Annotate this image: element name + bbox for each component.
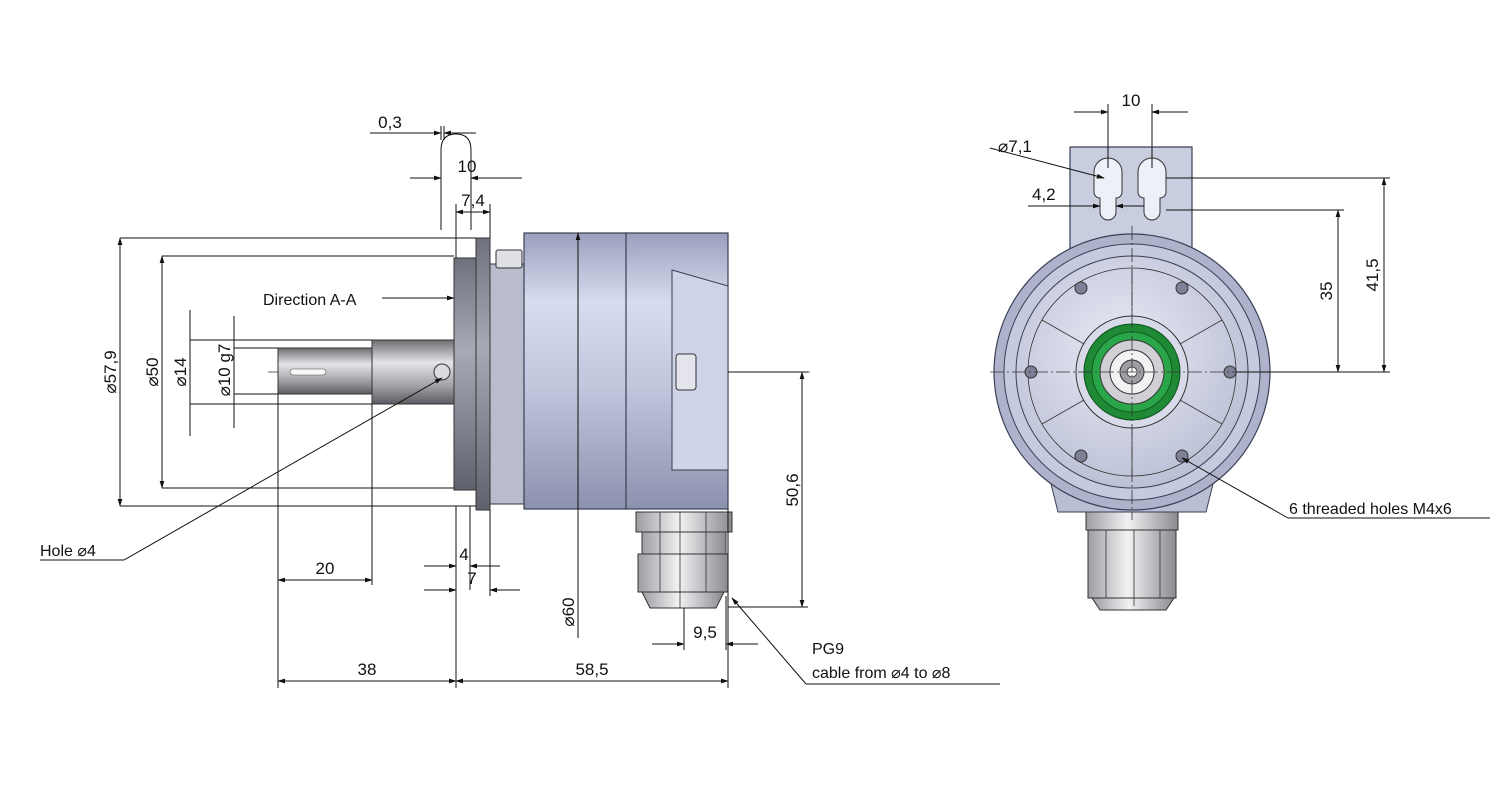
- keyhole-slot-left-icon: [1093, 157, 1123, 221]
- dim-d10g7: ⌀10 g7: [215, 344, 234, 397]
- label-pg9: PG9: [812, 641, 844, 658]
- dim-l506: 50,6: [783, 473, 802, 506]
- label-hole: Hole ⌀4: [40, 543, 96, 560]
- front-view: 10 ⌀7,1 4,2 35 41,5 6 threaded holes M4x…: [989, 91, 1490, 611]
- dim-d50: ⌀50: [143, 357, 162, 386]
- dim-w42: 4,2: [1032, 185, 1056, 204]
- dim-l7: 7: [467, 569, 476, 588]
- dim-l74: 7,4: [461, 191, 485, 210]
- bracket-clip: [440, 133, 472, 230]
- front-dimension-lines: [989, 104, 1490, 519]
- front-cable-gland: [1085, 509, 1179, 611]
- side-dimension-lines: [40, 126, 1000, 688]
- threaded-hole-icon: [1175, 281, 1189, 295]
- shaft: [277, 339, 455, 405]
- label-cable: cable from ⌀4 to ⌀8: [812, 665, 951, 682]
- front-bracket: [1069, 146, 1193, 253]
- threaded-hole-icon: [1074, 281, 1088, 295]
- dim-d579: ⌀57,9: [101, 350, 120, 393]
- dim-l03: 0,3: [378, 113, 402, 132]
- label-threaded-holes: 6 threaded holes M4x6: [1289, 501, 1452, 518]
- flange: [453, 237, 525, 511]
- dim-l10: 10: [458, 157, 477, 176]
- dim-d60: ⌀60: [559, 597, 578, 626]
- dim-l95: 9,5: [693, 623, 717, 642]
- dim-l585: 58,5: [575, 660, 608, 679]
- threaded-hole-icon: [1074, 449, 1088, 463]
- housing: [523, 232, 729, 510]
- label-direction: Direction A-A: [263, 292, 357, 309]
- dim-d14: ⌀14: [171, 357, 190, 386]
- dim-l4: 4: [459, 545, 468, 564]
- cable-gland: [635, 511, 733, 609]
- side-view: ⌀57,9 ⌀50 ⌀14 ⌀10 g7 ⌀60 50,6 20 38 58,5…: [40, 113, 1000, 688]
- dim-l20: 20: [316, 559, 335, 578]
- side-dimension-texts: ⌀57,9 ⌀50 ⌀14 ⌀10 g7 ⌀60 50,6 20 38 58,5…: [40, 113, 951, 682]
- keyhole-slot-right-icon: [1137, 157, 1167, 221]
- shaft-hole-icon: [433, 363, 451, 381]
- mount-screw-icon: [495, 249, 523, 269]
- dim-l38: 38: [358, 660, 377, 679]
- front-dimension-texts: 10 ⌀7,1 4,2 35 41,5 6 threaded holes M4x…: [998, 91, 1452, 518]
- dim-w10: 10: [1122, 91, 1141, 110]
- dim-h35: 35: [1317, 282, 1336, 301]
- dim-d71: ⌀7,1: [998, 137, 1032, 156]
- dim-h415: 41,5: [1363, 258, 1382, 291]
